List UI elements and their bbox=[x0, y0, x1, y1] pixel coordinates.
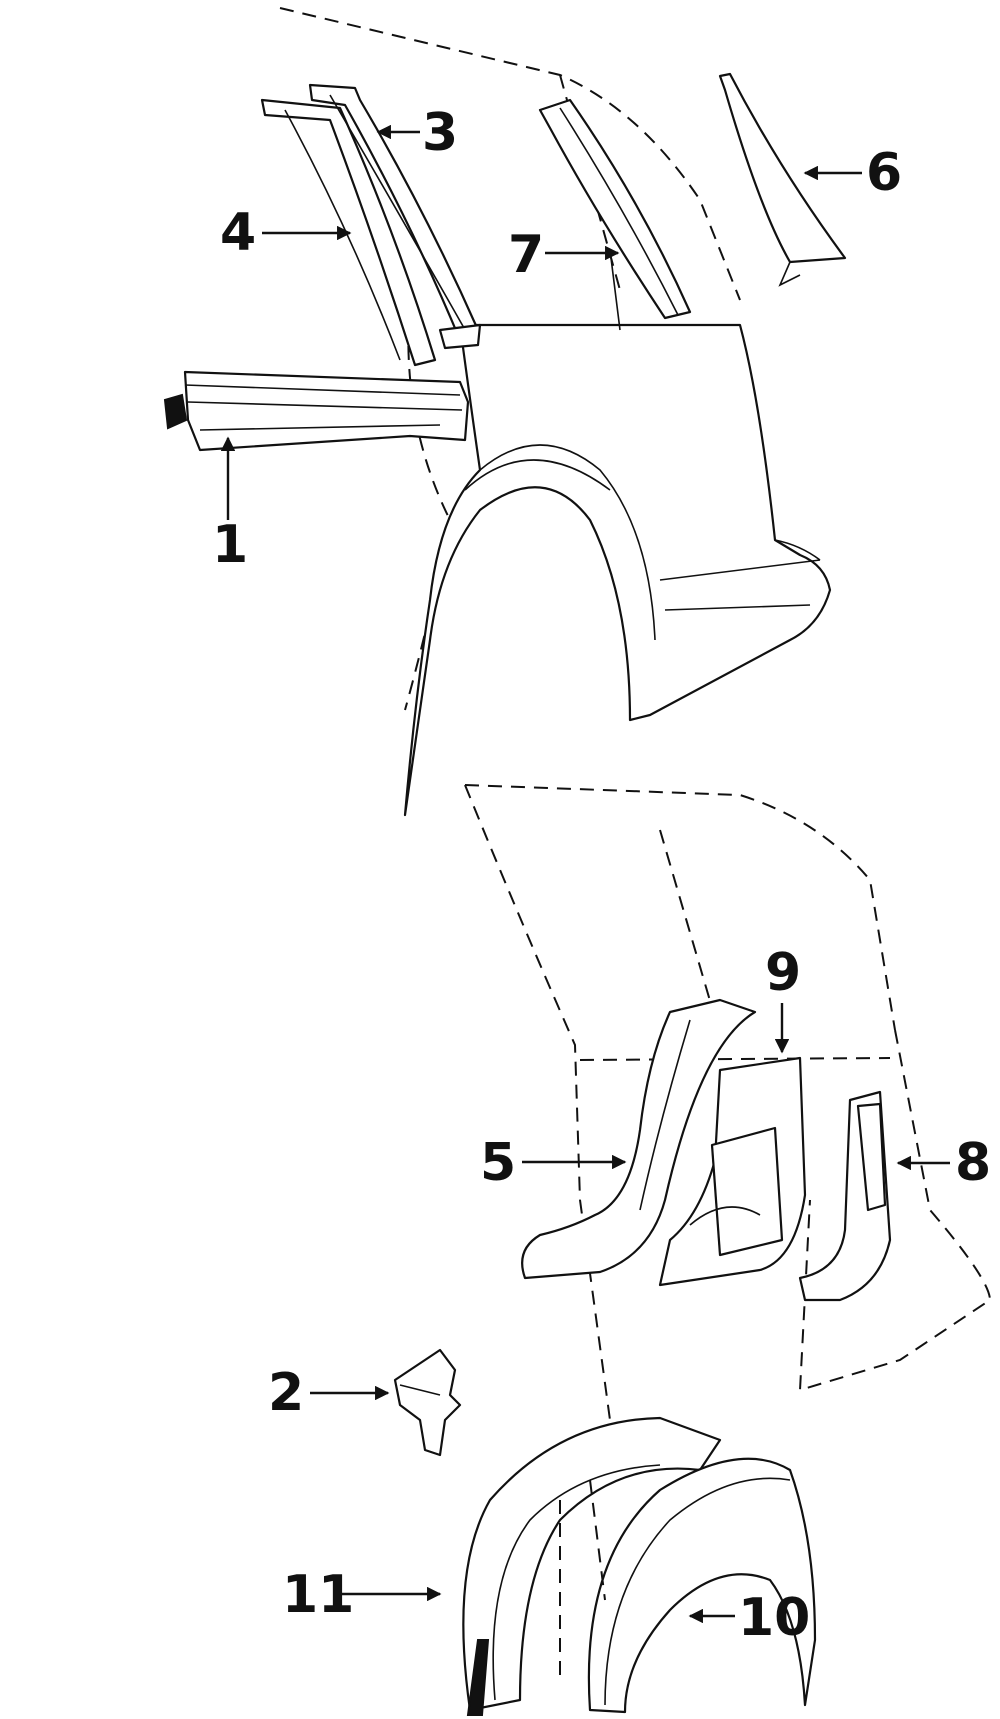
callout-6: 6 bbox=[866, 143, 902, 203]
quarter-panel-outer bbox=[403, 323, 832, 817]
callout-9: 9 bbox=[765, 943, 801, 1003]
callout-4: 4 bbox=[220, 203, 256, 263]
part-7-inner-pillar bbox=[538, 98, 692, 331]
part-8-bracket bbox=[798, 1090, 892, 1302]
part-5-lower-pillar-extension bbox=[521, 998, 757, 1280]
callout-8: 8 bbox=[955, 1133, 991, 1193]
part-10-wheelhouse-liner bbox=[559, 1457, 817, 1714]
callout-11: 11 bbox=[282, 1565, 354, 1625]
callout-3: 3 bbox=[422, 103, 458, 163]
callout-10: 10 bbox=[738, 1588, 810, 1648]
callout-7: 7 bbox=[508, 225, 544, 285]
part-6-garnish-strip bbox=[718, 72, 847, 287]
part-11-wheelhouse-outer bbox=[462, 1416, 722, 1716]
lower-assembly-ghost-outline bbox=[464, 784, 992, 1421]
callout-1: 1 bbox=[212, 515, 248, 575]
callout-numbers: 1 2 3 4 5 6 7 8 9 10 11 bbox=[212, 103, 991, 1648]
part-2-small-bracket bbox=[393, 1348, 462, 1457]
callout-5: 5 bbox=[480, 1133, 516, 1193]
part-9-wheelhouse-inner-panel bbox=[658, 1056, 807, 1287]
part-1-rocker-rail bbox=[163, 370, 470, 452]
leader-lines bbox=[220, 124, 950, 1624]
part-3-pillar-inner bbox=[308, 83, 482, 350]
callout-2: 2 bbox=[268, 1363, 304, 1423]
